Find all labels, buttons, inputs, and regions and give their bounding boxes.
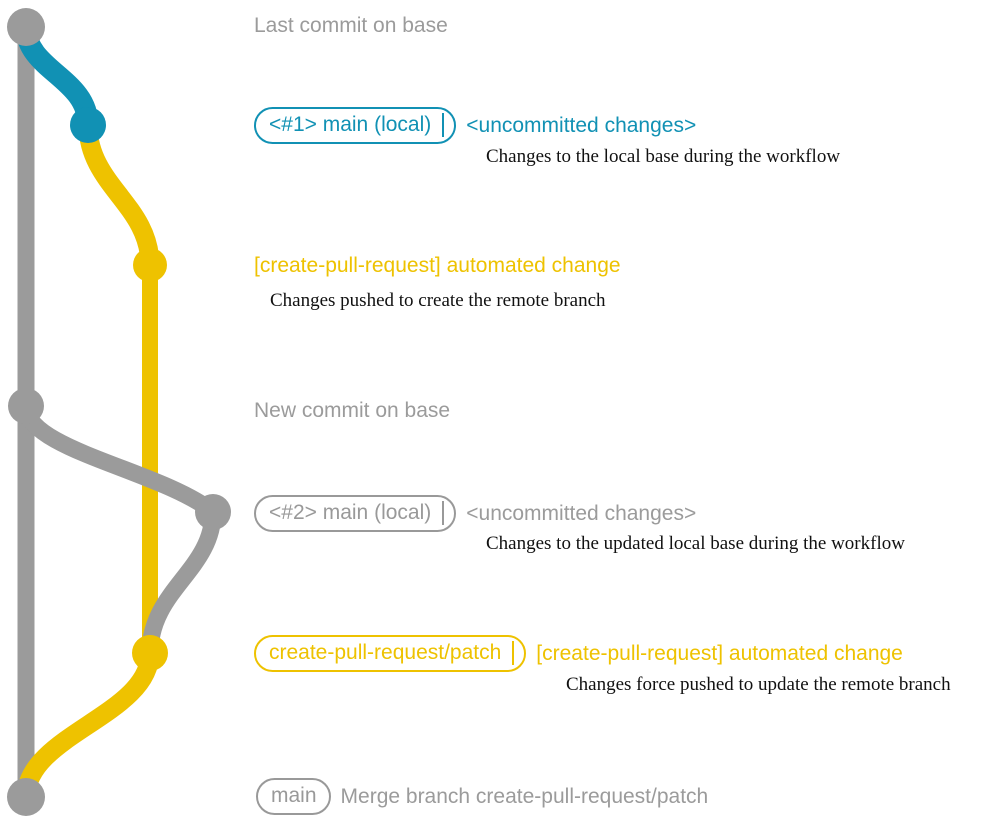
row-local-main-2-note: Changes to the updated local base during… — [486, 533, 905, 554]
row-automated-change-1: [create-pull-request] automated change — [254, 254, 621, 278]
row-local-main-2-subject: <uncommitted changes> — [466, 501, 697, 525]
row-automated-change-2: create-pull-request/patch [create-pull-r… — [254, 635, 903, 673]
row-last-commit-on-base-subject: Last commit on base — [254, 14, 448, 37]
badge-create-pull-request-patch[interactable]: create-pull-request/patch — [254, 635, 527, 673]
row-local-main-2: <#2> main (local) <uncommitted changes> — [254, 495, 697, 533]
row-automated-change-1-note: Changes pushed to create the remote bran… — [270, 290, 606, 311]
badge-local-main-2-label: <#2> main (local) — [269, 501, 445, 526]
row-new-commit-on-base-subject: New commit on base — [254, 399, 451, 422]
badge-main[interactable]: main — [256, 778, 331, 816]
badge-create-pull-request-patch-label: create-pull-request/patch — [269, 641, 515, 666]
row-automated-change-2-subject: [create-pull-request] automated change — [536, 641, 903, 665]
row-merge-commit-subject: Merge branch create-pull-request/patch — [340, 784, 709, 808]
badge-main-label: main — [271, 784, 317, 807]
badge-local-main-1[interactable]: <#1> main (local) — [254, 107, 457, 145]
row-automated-change-2-note: Changes force pushed to update the remot… — [566, 674, 951, 695]
row-local-main-1-subject: <uncommitted changes> — [466, 113, 697, 137]
row-local-main-1-note: Changes to the local base during the wor… — [486, 146, 841, 167]
badge-local-main-2[interactable]: <#2> main (local) — [254, 495, 457, 533]
badge-local-main-1-label: <#1> main (local) — [269, 113, 445, 138]
row-local-main-1: <#1> main (local) <uncommitted changes> — [254, 107, 697, 145]
row-merge-commit: main Merge branch create-pull-request/pa… — [256, 778, 709, 816]
row-automated-change-1-subject: [create-pull-request] automated change — [254, 254, 621, 277]
